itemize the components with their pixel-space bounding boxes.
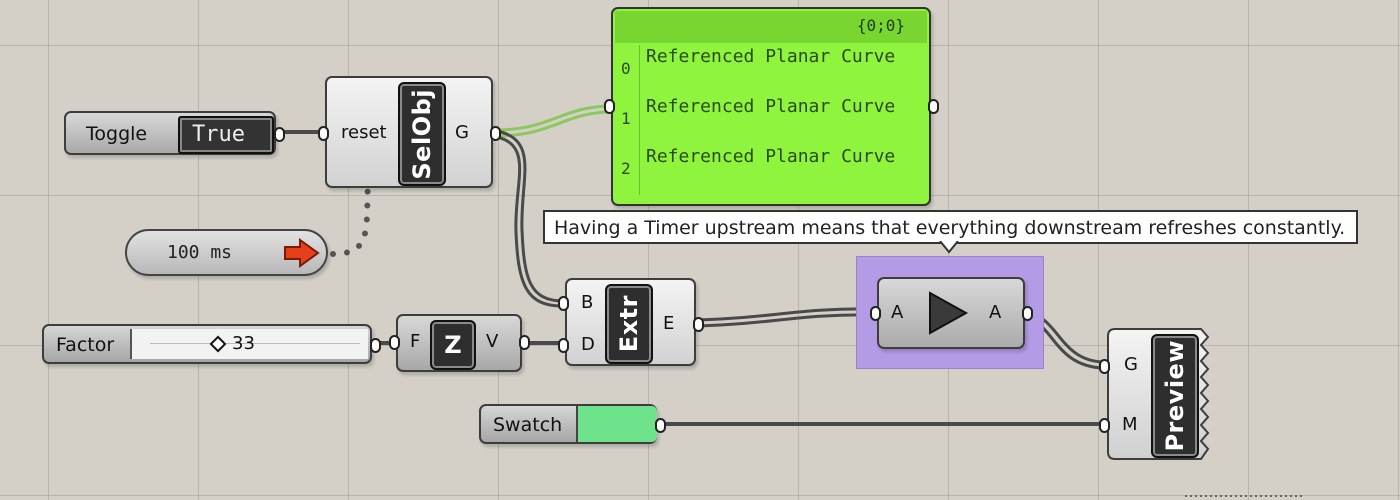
panel[interactable]: {0;0} 0 Referenced Planar Curve 1 Refere… (604, 7, 939, 206)
preview-component[interactable]: G M Preview (1099, 328, 1211, 461)
extrude-output-grip[interactable] (693, 317, 704, 332)
colour-swatch[interactable]: Swatch (479, 404, 666, 444)
data-parameter[interactable]: A A (870, 277, 1033, 349)
data-output-label: A (989, 302, 1002, 323)
wire-extr-data-2 (697, 313, 872, 328)
number-slider[interactable]: Factor 33 (42, 324, 381, 364)
panel-header: {0;0} (615, 11, 927, 43)
unitz-input-grip[interactable] (389, 335, 400, 350)
play-icon (929, 291, 969, 335)
toggle-label: Toggle (86, 123, 148, 145)
data-input-grip[interactable] (870, 306, 881, 321)
panel-item-index: 2 (621, 159, 631, 178)
slider-output-grip[interactable] (370, 338, 381, 353)
panel-item: 1 Referenced Planar Curve (617, 95, 917, 145)
preview-input-g-grip[interactable] (1099, 359, 1110, 374)
preview-input-g-label: G (1124, 354, 1138, 375)
unitz-core[interactable]: Z (430, 320, 476, 370)
unitz-output-grip[interactable] (519, 335, 530, 350)
wire-selobj-panel (494, 104, 608, 132)
preview-input-m-grip[interactable] (1099, 418, 1110, 433)
panel-item-index: 0 (621, 59, 631, 78)
panel-path: {0;0} (856, 16, 905, 35)
extrude-name: Extr (615, 295, 643, 353)
swatch-output-grip[interactable] (655, 418, 666, 433)
wire-timer (330, 177, 371, 257)
tooltip-text: Having a Timer upstream means that every… (554, 217, 1346, 239)
selobj-output-grip[interactable] (490, 126, 501, 141)
preview-input-m-label: M (1122, 414, 1138, 435)
selobj-name: SelObj (408, 88, 436, 180)
selobj-output-label: G (455, 122, 469, 143)
wire-extr-data (697, 307, 872, 322)
selobj-input-label: reset (341, 122, 387, 143)
diamond-icon[interactable] (209, 335, 227, 353)
slider-value: 33 (232, 333, 255, 354)
toggle-value: True (192, 122, 245, 147)
toggle-output-grip[interactable] (274, 127, 285, 142)
swatch-colour[interactable] (576, 406, 657, 442)
unitz-output-label: V (486, 331, 499, 352)
extrude-input-b-grip[interactable] (558, 296, 569, 311)
swatch-label: Swatch (493, 414, 563, 436)
panel-item-index: 1 (621, 109, 631, 128)
unit-z-component[interactable]: F Z V (389, 314, 530, 372)
panel-item: 0 Referenced Planar Curve (617, 45, 917, 95)
boolean-toggle[interactable]: Toggle True (64, 111, 285, 155)
extrude-output-label: E (663, 313, 675, 334)
timer-component[interactable]: 100 ms (125, 229, 328, 276)
panel-item: 2 Referenced Planar Curve (617, 145, 917, 195)
panel-item-text: Referenced Planar Curve (646, 146, 896, 167)
tooltip: Having a Timer upstream means that every… (543, 210, 1358, 244)
unitz-name: Z (444, 331, 462, 359)
timer-interval: 100 ms (167, 242, 233, 263)
wire-selobj-extr-2 (496, 135, 563, 308)
data-input-label: A (891, 302, 904, 323)
slider-label: Factor (56, 334, 115, 356)
panel-item-text: Referenced Planar Curve (646, 96, 896, 117)
panel-item-text: Referenced Planar Curve (646, 46, 896, 67)
toggle-value-button[interactable]: True (178, 116, 274, 154)
preview-core[interactable]: Preview (1151, 334, 1199, 458)
selobj-component[interactable]: reset SelObj G (318, 76, 501, 188)
extrude-core[interactable]: Extr (605, 284, 653, 364)
preview-name: Preview (1161, 340, 1189, 452)
selobj-input-grip[interactable] (318, 126, 329, 141)
extrude-input-d-grip[interactable] (558, 338, 569, 353)
data-output-grip[interactable] (1022, 306, 1033, 321)
unitz-input-label: F (410, 331, 421, 352)
selobj-core[interactable]: SelObj (398, 82, 446, 186)
wire-selobj-extr (496, 129, 563, 303)
panel-index-column (639, 45, 640, 195)
slider-track[interactable]: 33 (130, 329, 368, 359)
panel-output-grip[interactable] (928, 99, 939, 114)
extrude-input-b-label: B (581, 292, 594, 313)
extrude-input-d-label: D (581, 334, 595, 355)
tooltip-pointer (939, 241, 959, 254)
wire-selobj-panel-2 (494, 110, 608, 138)
extrude-component[interactable]: B D Extr E (558, 278, 704, 366)
panel-input-grip[interactable] (604, 99, 615, 114)
arrow-right-icon (284, 238, 320, 268)
slider-rail (150, 343, 360, 344)
